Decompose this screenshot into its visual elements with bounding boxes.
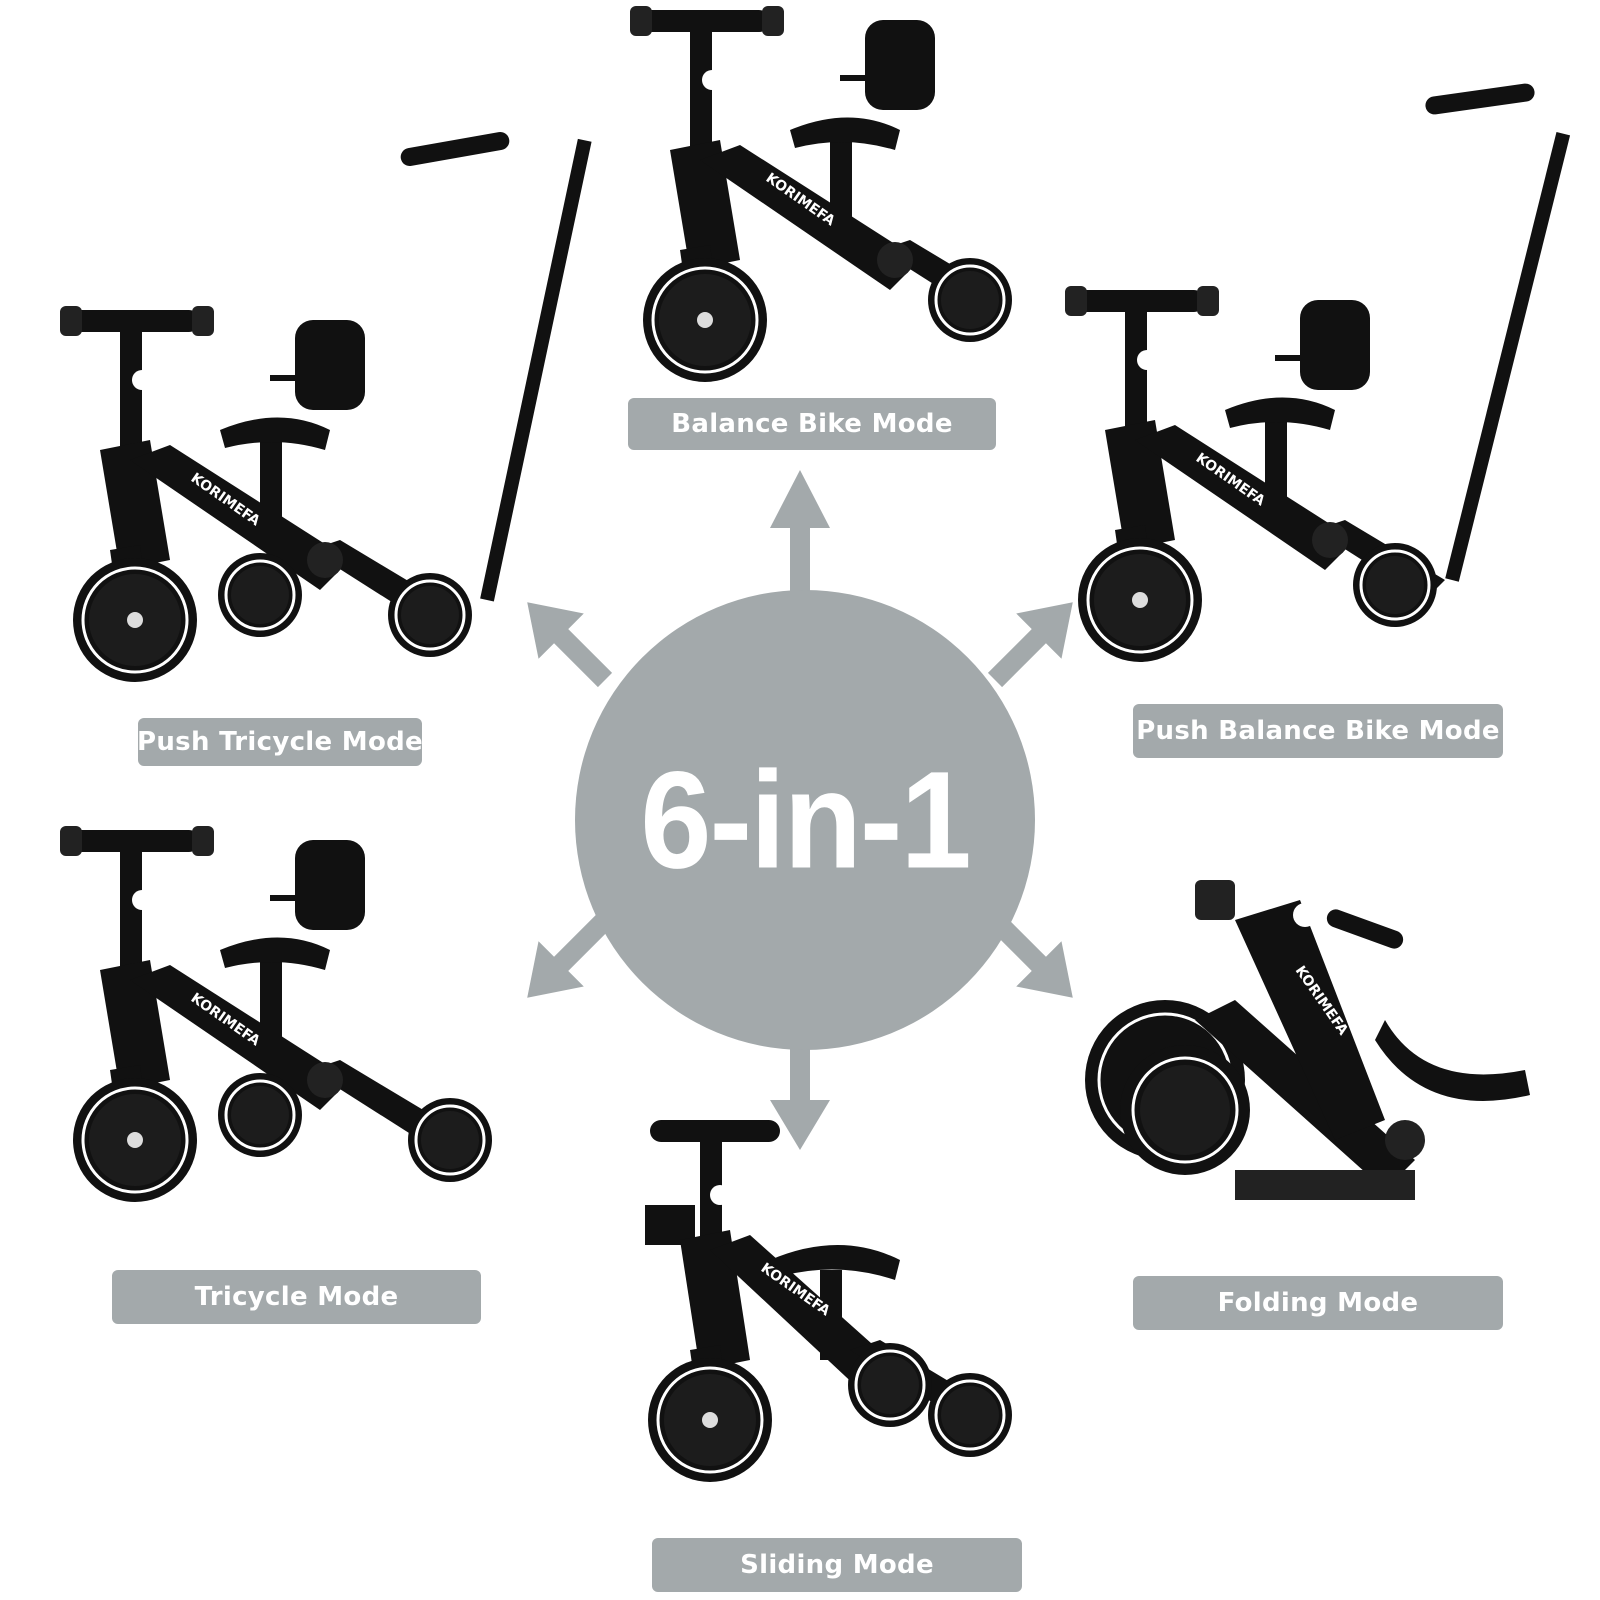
arrow-upper-right bbox=[987, 602, 1073, 688]
label-folding-mode: Folding Mode bbox=[1133, 1276, 1503, 1330]
label-sliding-mode: Sliding Mode bbox=[652, 1538, 1022, 1592]
arrow-up bbox=[770, 470, 830, 600]
arrow-upper-left bbox=[527, 602, 613, 688]
label-push-balance-bike-mode: Push Balance Bike Mode bbox=[1133, 704, 1503, 758]
balance-bike-icon: KORIMEFA bbox=[630, 6, 1014, 384]
label-push-tricycle-mode: Push Tricycle Mode bbox=[137, 718, 423, 766]
center-hub bbox=[527, 470, 1073, 1150]
tricycle-icon: KORIMEFA bbox=[60, 826, 494, 1204]
push-tricycle-icon: KORIMEFA bbox=[60, 132, 592, 684]
push-balance-bike-icon: KORIMEFA bbox=[1065, 83, 1571, 664]
arrow-lower-left bbox=[527, 912, 613, 998]
label-balance-bike-mode: Balance Bike Mode bbox=[628, 398, 996, 450]
folded-bike-icon: KORIMEFA bbox=[1085, 880, 1530, 1200]
center-circle bbox=[575, 590, 1035, 1050]
center-title: 6-in-1 bbox=[640, 742, 971, 898]
label-tricycle-mode: Tricycle Mode bbox=[112, 1270, 481, 1324]
sliding-bike-icon: KORIMEFA bbox=[645, 1120, 1014, 1484]
